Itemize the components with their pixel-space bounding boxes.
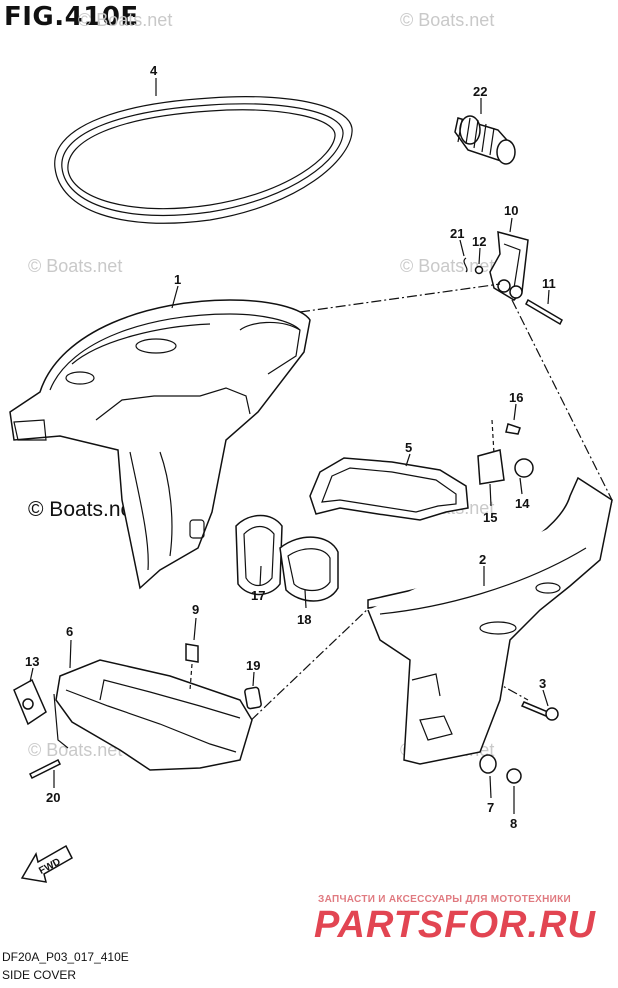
part-label-9: 9 [192,602,199,617]
part-label-18: 18 [297,612,311,627]
guide-line [224,604,373,746]
lower-front-cover-part [53,659,253,771]
guide-line [299,283,501,313]
leader-line [69,639,72,669]
guide-line [511,299,613,501]
clip-and-damper-parts [477,419,534,485]
figure-title: FIG.410E [4,2,139,32]
collar-part [244,686,262,710]
part-label-2: 2 [479,552,486,567]
leader-line [171,285,179,309]
forward-direction-icon [20,844,73,883]
watermark: © Boats.net [28,740,123,760]
part-label-13: 13 [25,654,39,669]
part-label-20: 20 [46,790,60,805]
part-label-15: 15 [483,510,497,525]
part-label-3: 3 [539,676,546,691]
leader-line [509,217,513,233]
part-label-21: 21 [450,226,464,241]
brand-logo-text: PARTSFOR.RU [314,904,596,946]
fwd-label: FWD [37,856,62,876]
frame-part [309,457,469,521]
bolt-part [520,701,559,721]
leader-line [489,483,492,507]
bracket-assembly [463,230,563,326]
leader-line [547,289,550,305]
brand-tagline: ЗАПЧАСТИ И АКСЕССУАРЫ ДЛЯ МОТОТЕХНИКИ [318,894,571,905]
leader-line [519,477,523,495]
watermark: © Boats.net [28,256,123,276]
watermark: © Boats.net [78,10,173,30]
part-label-5: 5 [405,440,412,455]
part-label-1: 1 [174,272,181,287]
part-label-11: 11 [542,276,556,291]
clip-part [185,643,199,691]
gasket-seal-part [54,96,353,224]
part-label-6: 6 [66,624,73,639]
part-label-10: 10 [504,203,518,218]
leader-line [29,667,34,683]
leader-line [259,565,262,587]
watermark: © Boats.net [400,256,495,276]
leader-line [478,247,481,265]
seal-parts [235,514,339,602]
part-label-19: 19 [246,658,260,673]
leader-line [459,239,465,257]
part-label-12: 12 [472,234,486,249]
left-side-cover-part [9,299,311,590]
leader-line [193,617,197,641]
watermark: © Boats.net [400,10,495,30]
diagram-subtitle: SIDE COVER [2,968,77,982]
leader-line [252,671,255,687]
plate-part [13,678,47,726]
part-label-8: 8 [510,816,517,831]
part-label-16: 16 [509,390,523,405]
watermark-dark: © Boats.net [28,498,139,521]
right-side-cover-part [367,476,613,765]
part-label-7: 7 [487,800,494,815]
leader-line [542,689,549,707]
part-label-4: 4 [150,63,158,78]
grommet-and-screw-parts [479,754,522,784]
part-label-17: 17 [251,588,265,603]
diagram-code: DF20A_P03_017_410E [2,950,129,964]
pin-part [28,758,62,780]
leader-line [489,775,492,799]
leader-line [304,589,307,609]
grommet-plug-part [454,115,516,165]
leader-line [513,403,517,421]
part-label-22: 22 [473,84,487,99]
part-label-14: 14 [515,496,530,511]
leader-line [405,453,411,467]
